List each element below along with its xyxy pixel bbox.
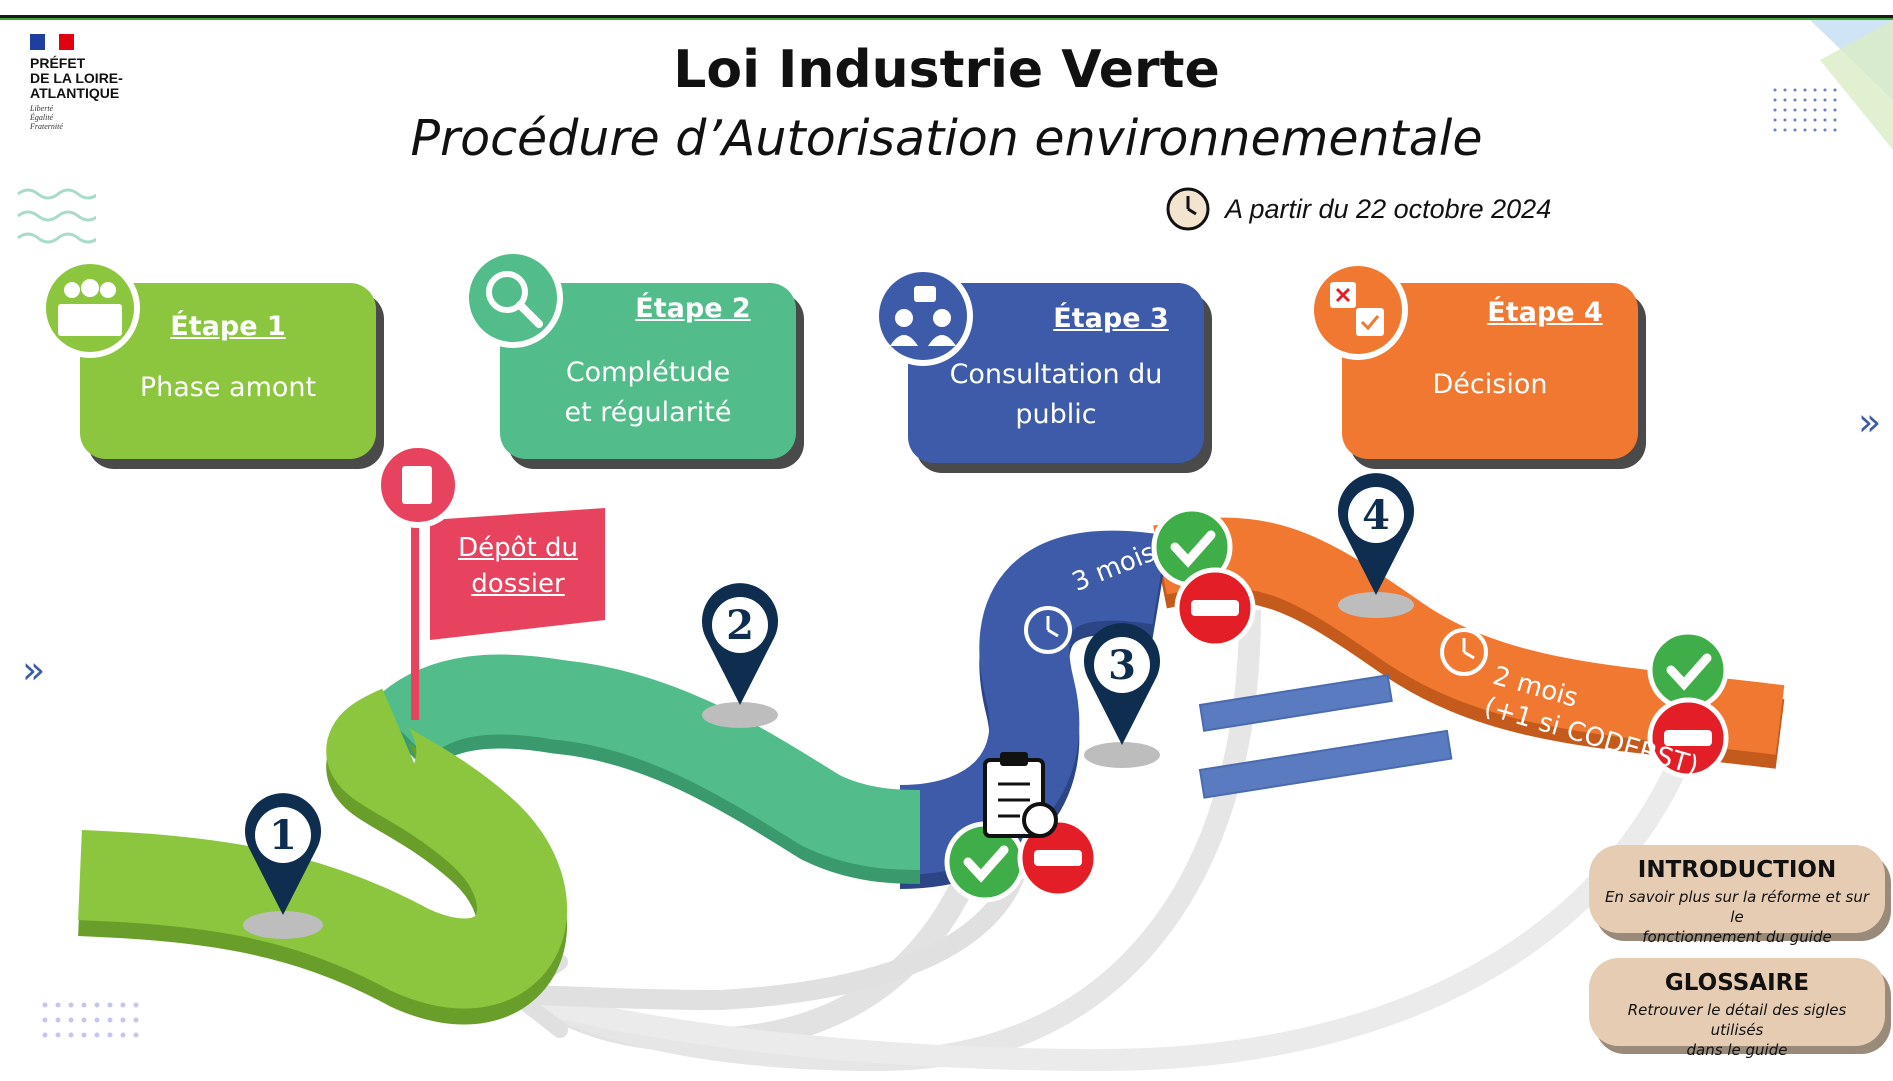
marker-1-pin <box>243 793 323 939</box>
step-3-title: Étape 3 <box>1053 303 1169 334</box>
road-segment-consultation <box>898 530 1168 875</box>
french-flag-icon <box>30 34 75 50</box>
return-arrow <box>519 857 1030 1011</box>
dots-decoration <box>42 1002 139 1038</box>
previous-page-button[interactable]: » <box>22 648 46 692</box>
flag-pole <box>411 480 419 720</box>
check-icon <box>1647 629 1729 711</box>
checklist-icon <box>983 752 1058 838</box>
prefecture-logo: PRÉFET DE LA LOIRE- ATLANTIQUE Liberté É… <box>30 34 123 131</box>
introduction-title: INTRODUCTION <box>1637 857 1837 883</box>
bridge-icon <box>1198 674 1453 799</box>
clock-icon <box>1440 628 1488 676</box>
date-info: A partir du 22 octobre 2024 <box>1165 186 1551 232</box>
corner-decoration <box>1773 20 1893 150</box>
flag-banner <box>430 508 605 640</box>
clock-icon <box>1166 187 1210 231</box>
step-1-desc: Phase amont <box>139 372 317 403</box>
page-subtitle: Procédure d’Autorisation environnemental… <box>410 110 1483 167</box>
step-2-title: Étape 2 <box>635 293 751 324</box>
road-segment-amont <box>78 688 567 1009</box>
step-4-title: Étape 4 <box>1487 297 1603 328</box>
check-icon <box>1151 506 1233 588</box>
logo-motto: Liberté Égalité Fraternité <box>30 104 63 131</box>
marker-2-pin <box>702 583 778 728</box>
magnifier-icon <box>463 248 563 348</box>
next-page-button[interactable]: » <box>1858 400 1882 444</box>
road-segment-completude <box>371 654 921 870</box>
marker-2-number: 2 <box>726 602 754 649</box>
marker-1-number: 1 <box>269 812 297 859</box>
marker-4-pin <box>1338 473 1414 618</box>
marker-4-number: 4 <box>1362 492 1390 539</box>
glossaire-button[interactable]: GLOSSAIRE Retrouver le détail des sigles… <box>1589 958 1885 1059</box>
decision-checkbox-icon <box>1308 260 1408 360</box>
marker-3-pin <box>1084 623 1160 768</box>
return-arrow <box>527 755 1691 1072</box>
step-4-card[interactable]: Étape 4 Décision <box>1342 283 1638 459</box>
top-rule <box>0 15 1893 20</box>
logo-title: PRÉFET DE LA LOIRE- ATLANTIQUE <box>30 55 123 101</box>
glossaire-desc: Retrouver le détail des sigles utilisés … <box>1627 1001 1847 1059</box>
step-4-desc: Décision <box>1432 369 1548 400</box>
stop-icon <box>1174 567 1256 649</box>
page-title: Loi Industrie Verte <box>673 40 1220 100</box>
stop-icon <box>1647 697 1729 779</box>
marker-3-number: 3 <box>1108 642 1136 689</box>
glossaire-title: GLOSSAIRE <box>1664 970 1810 996</box>
introduction-desc: En savoir plus sur la réforme et sur le … <box>1604 888 1870 946</box>
date-text: A partir du 22 octobre 2024 <box>1225 193 1552 224</box>
step-1-title: Étape 1 <box>170 311 286 342</box>
wave-decoration <box>17 188 96 244</box>
depot-dossier-link[interactable]: Dépôt du dossier <box>458 533 578 599</box>
meeting-icon <box>40 258 140 358</box>
step-3-desc: Consultation du public <box>949 359 1163 430</box>
introduction-button[interactable]: INTRODUCTION En savoir plus sur la réfor… <box>1589 845 1885 946</box>
clock-icon <box>1024 606 1072 654</box>
road-segment-decision <box>1153 517 1785 755</box>
step-2-desc: Complétude et régularité <box>564 357 732 428</box>
people-speech-icon <box>873 266 973 366</box>
